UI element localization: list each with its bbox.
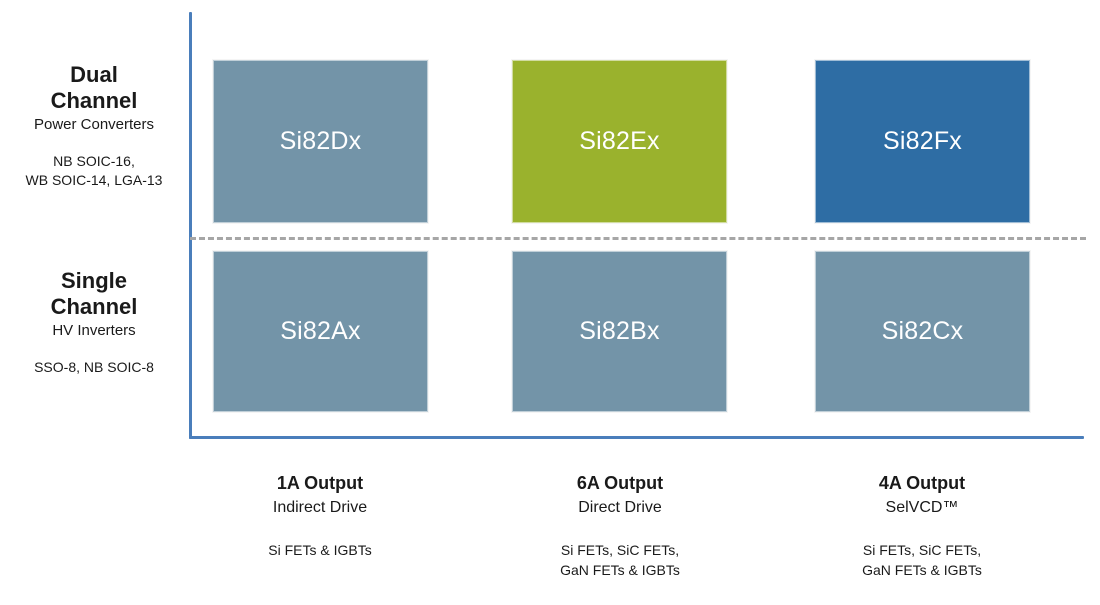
- column-devices-1a-output: Si FETs & IGBTs: [268, 541, 372, 558]
- product-box-si82bx[interactable]: Si82Bx: [512, 251, 727, 412]
- column-subtitle-1a-output: Indirect Drive: [272, 498, 368, 516]
- column-label-4a-output: 4A Output SelVCD™ Si FETs, SiC FETs, GaN…: [792, 472, 1052, 580]
- column-title-4a-output: 4A Output: [878, 473, 966, 493]
- column-devices-6a-output: Si FETs, SiC FETs, GaN FETs & IGBTs: [560, 541, 680, 578]
- product-box-si82ax[interactable]: Si82Ax: [213, 251, 428, 412]
- column-label-1a-output: 1A Output Indirect Drive Si FETs & IGBTs: [190, 472, 450, 560]
- row-packages-dual-channel: NB SOIC-16, WB SOIC-14, LGA-13: [25, 152, 163, 188]
- vertical-axis: [189, 12, 192, 439]
- column-subtitle-6a-output: Direct Drive: [578, 498, 662, 516]
- row-subtitle-single-channel: HV Inverters: [52, 321, 136, 339]
- horizontal-axis: [189, 436, 1084, 439]
- product-box-label-si82ax: Si82Ax: [280, 317, 361, 345]
- product-box-si82fx[interactable]: Si82Fx: [815, 60, 1030, 223]
- product-box-si82dx[interactable]: Si82Dx: [213, 60, 428, 223]
- column-title-6a-output: 6A Output: [576, 473, 664, 493]
- row-label-single-channel: Single Channel HV Inverters SSO-8, NB SO…: [0, 268, 188, 377]
- row-title-dual-channel: Dual Channel: [50, 62, 138, 113]
- product-box-label-si82bx: Si82Bx: [579, 317, 660, 345]
- row-packages-single-channel: SSO-8, NB SOIC-8: [34, 358, 154, 375]
- column-title-1a-output: 1A Output: [276, 473, 364, 493]
- row-divider-dashed: [190, 237, 1086, 240]
- product-box-si82ex[interactable]: Si82Ex: [512, 60, 727, 223]
- product-box-label-si82fx: Si82Fx: [882, 127, 962, 155]
- column-label-6a-output: 6A Output Direct Drive Si FETs, SiC FETs…: [490, 472, 750, 580]
- product-box-label-si82dx: Si82Dx: [279, 127, 362, 155]
- row-title-single-channel: Single Channel: [50, 268, 138, 319]
- row-label-dual-channel: Dual Channel Power Converters NB SOIC-16…: [0, 62, 188, 190]
- product-box-label-si82ex: Si82Ex: [579, 127, 660, 155]
- column-devices-4a-output: Si FETs, SiC FETs, GaN FETs & IGBTs: [862, 541, 982, 578]
- product-box-label-si82cx: Si82Cx: [881, 317, 964, 345]
- row-subtitle-dual-channel: Power Converters: [33, 115, 155, 133]
- column-subtitle-4a-output: SelVCD™: [885, 498, 959, 516]
- product-box-si82cx[interactable]: Si82Cx: [815, 251, 1030, 412]
